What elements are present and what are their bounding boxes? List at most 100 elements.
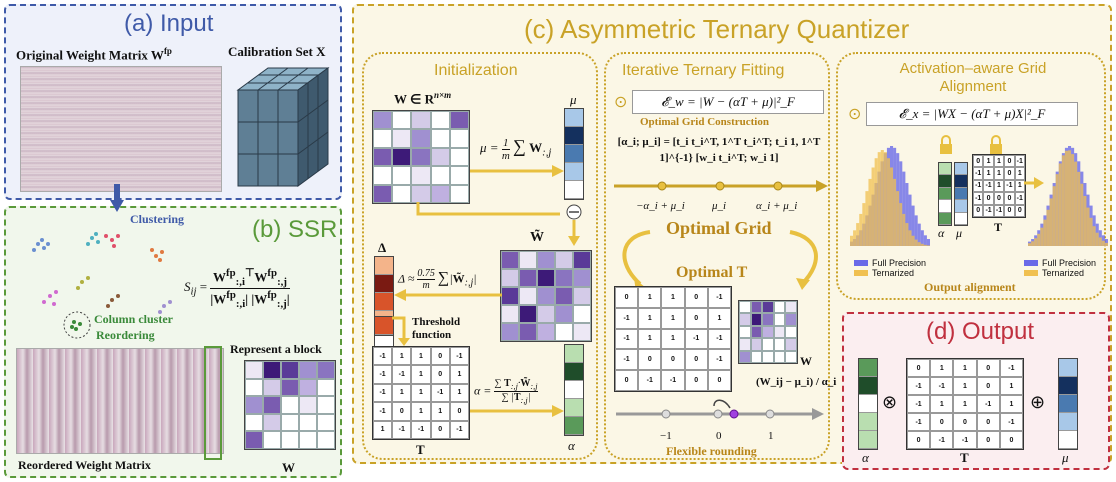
output-mu-vector [1058, 358, 1078, 450]
alpha-formula: α = ∑ T:,j·W̃:,j∑ |T:,j| [474, 378, 538, 405]
hist-right [1028, 146, 1108, 246]
mu-label-top: μ [570, 92, 577, 107]
ternary-cell: 1 [1014, 179, 1025, 193]
ternary-cell: -1 [999, 359, 1023, 377]
grid-pt-mid: μ_i [712, 200, 727, 212]
hist-bar-ternarized [1101, 240, 1105, 246]
hist-bar-ternarized [1037, 233, 1041, 246]
minus-circle [566, 204, 582, 246]
hist-bar-ternarized [1049, 198, 1053, 246]
hist-bar-ternarized [1040, 227, 1044, 246]
ternary-cell: -1 [973, 179, 984, 193]
ternary-cell: 1 [373, 420, 393, 439]
alpha-vector [564, 344, 584, 436]
ternary-cell: -1 [983, 204, 994, 217]
arrow-mu [470, 165, 564, 177]
hist-bar-ternarized [1055, 174, 1059, 246]
ternary-cell: -1 [615, 328, 639, 350]
ternary-cell: 0 [983, 192, 994, 205]
ternary-cell: -1 [1014, 192, 1025, 205]
grid-axis [614, 180, 828, 192]
block-highlight[interactable] [204, 346, 222, 460]
hist-bar-ternarized [1046, 209, 1050, 246]
delta-label: Δ [378, 240, 387, 255]
ternary-cell: 1 [411, 383, 431, 403]
w-space-label: W ∈ Rn×m [394, 90, 452, 107]
grid-pt-pos: α_i + μ_i [756, 200, 798, 212]
ternary-cell: 0 [976, 377, 1000, 395]
hist-bar-full [914, 215, 918, 246]
arrow-threshold [392, 316, 410, 346]
ternary-cell: 0 [615, 287, 639, 308]
hist-bar-full [1101, 235, 1105, 246]
ternary-cell: -1 [707, 349, 731, 371]
ternary-cell: 0 [615, 370, 639, 391]
align-alpha-vector [938, 162, 952, 226]
ternary-cell: 0 [999, 431, 1023, 449]
ternary-cell: 1 [983, 155, 994, 168]
ternary-cell: 0 [684, 307, 708, 329]
ternary-cell: -1 [373, 365, 393, 384]
ternary-cell: 0 [953, 413, 977, 431]
target-icon-2: ⊙ [848, 106, 862, 123]
panel-input-title: (a) Input [124, 10, 214, 37]
ternary-cell: 1 [707, 307, 731, 329]
w-tilde-matrix [500, 250, 592, 342]
ternary-cell: 0 [1004, 155, 1015, 168]
ternary-cell: -1 [373, 383, 393, 403]
hist-bar-ternarized [1068, 150, 1072, 246]
ternary-cell: 1 [999, 395, 1023, 413]
panel-quantizer-title: (c) Asymmetric Ternary Quantizer [524, 14, 910, 44]
panel-quantizer: (c) Asymmetric Ternary Quantizer Initial… [352, 4, 1112, 464]
legend-right: Full Precision Ternarized [1024, 258, 1096, 278]
hist-bar-full [911, 205, 915, 246]
ternary-cell: -1 [411, 420, 431, 439]
grid-solve-formula: [α_i; μ_i] = [t_i t_i^T, 1^T t_i^T; t_i … [617, 136, 821, 164]
ternary-cell: -1 [973, 192, 984, 205]
ternary-cell: 1 [392, 383, 412, 403]
clustering-label: Clustering [130, 212, 184, 226]
represent-block-label: Represent a block [230, 342, 322, 356]
ternary-cell: -1 [953, 431, 977, 449]
ternary-cell: 0 [1014, 204, 1025, 217]
hist-bar-full [905, 183, 909, 246]
reordered-weight-matrix [16, 348, 224, 454]
ternary-cell: -1 [373, 402, 393, 421]
hist-bar-ternarized [890, 167, 894, 246]
cluster-scatter [32, 232, 172, 314]
opt-w-matrix [738, 300, 798, 364]
hist-bar-full [908, 194, 912, 246]
ternary-cell: 1 [638, 287, 662, 308]
hist-bar-ternarized [862, 203, 866, 246]
hist-bar-ternarized [893, 178, 897, 246]
ternary-cell: -1 [973, 167, 984, 180]
hist-bar-ternarized [1083, 196, 1087, 246]
hist-left [850, 146, 930, 246]
align-alpha-label: α [938, 226, 945, 240]
lock-icons [940, 135, 1002, 154]
hist-bar-ternarized [868, 178, 872, 246]
align-mu-label: μ [956, 226, 963, 240]
ternary-cell: 0 [907, 431, 931, 449]
ternary-cell: -1 [930, 431, 954, 449]
ternary-cell: 0 [684, 349, 708, 371]
arrow-alpha [470, 405, 564, 417]
ternary-cell: 0 [976, 431, 1000, 449]
hist-bar-ternarized [914, 239, 918, 246]
ternary-cell: -1 [993, 204, 1005, 217]
arrow-wtilde-to-delta [394, 289, 502, 301]
ternary-cell: 0 [684, 370, 708, 391]
hist-bar-ternarized [853, 230, 857, 246]
hist-bar-ternarized [850, 235, 854, 246]
ternary-cell: 0 [684, 287, 708, 308]
ternary-cell: -1 [976, 395, 1000, 413]
ternary-cell: 1 [930, 359, 954, 377]
init-t-label: T [416, 442, 425, 457]
ternary-cell: 0 [638, 349, 662, 371]
ternary-cell: 0 [1004, 167, 1015, 180]
ternary-cell: 0 [973, 204, 984, 217]
ternary-cell: -1 [907, 395, 931, 413]
